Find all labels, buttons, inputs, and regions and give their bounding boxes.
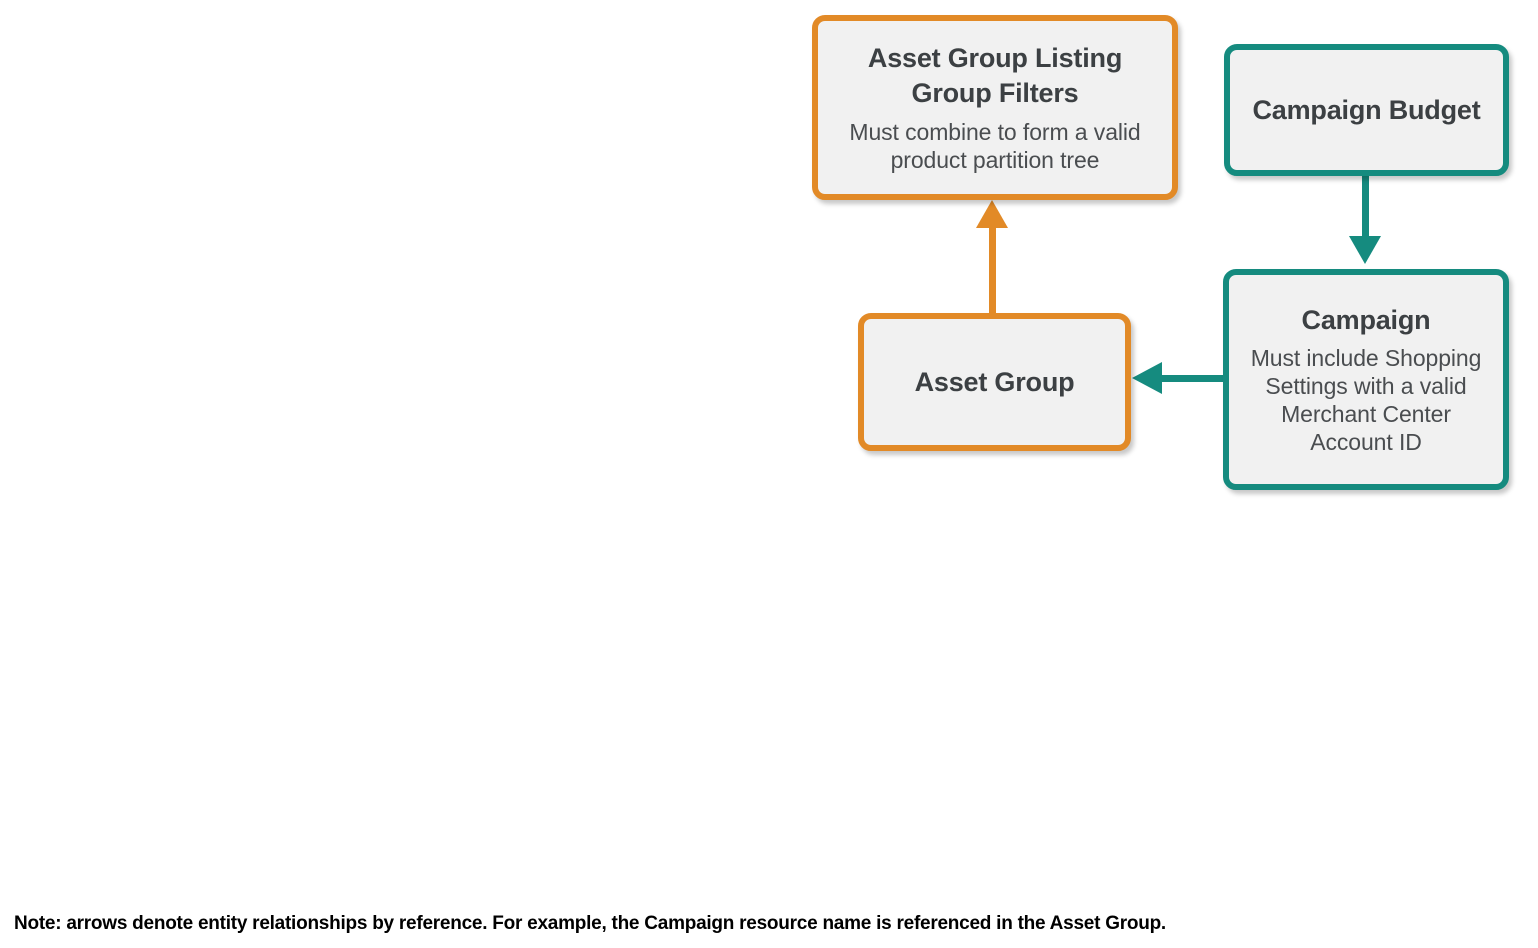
node-description: Must combine to form a valid product par…	[849, 118, 1141, 173]
node-title: Campaign	[1301, 304, 1431, 335]
arrowhead-left-icon	[1132, 362, 1162, 394]
diagram-note: Note: arrows denote entity relationships…	[14, 913, 1166, 934]
node-campaign[interactable]: Campaign Must include Shopping Settings …	[1223, 269, 1509, 490]
node-asset-group-listing-group-filters[interactable]: Asset Group Listing Group Filters Must c…	[812, 15, 1178, 200]
node-campaign-budget[interactable]: Campaign Budget	[1224, 44, 1509, 176]
node-title: Asset Group	[914, 366, 1075, 397]
arrowhead-down-icon	[1349, 236, 1381, 264]
node-description: Must include Shopping Settings with a va…	[1250, 345, 1482, 456]
node-title: Asset Group Listing Group Filters	[867, 43, 1123, 108]
node-title: Campaign Budget	[1252, 94, 1481, 125]
connector-line-vertical	[1362, 175, 1369, 241]
connector-line-horizontal	[1160, 375, 1226, 382]
arrowhead-up-icon	[976, 200, 1008, 228]
connector-line-vertical	[989, 228, 996, 314]
node-asset-group[interactable]: Asset Group	[858, 313, 1131, 451]
